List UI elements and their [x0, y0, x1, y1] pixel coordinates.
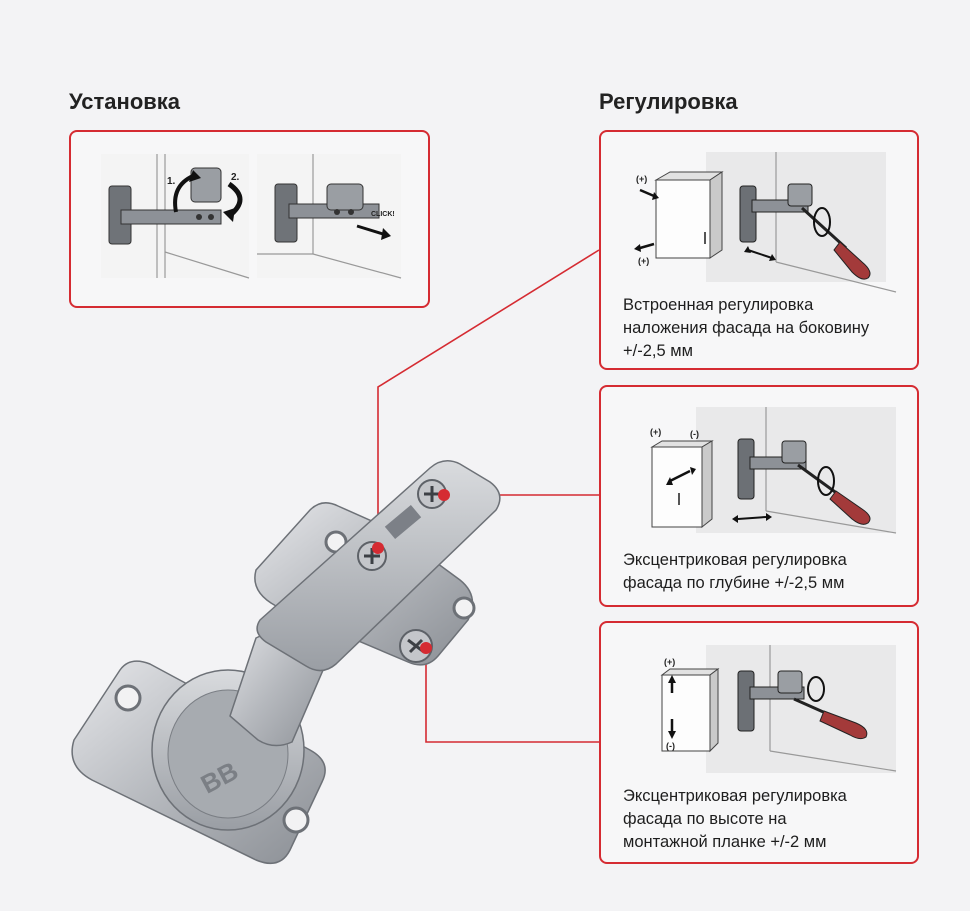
adjust-panel-overlay: (+) (+) Встроенная регулировка наложения… [599, 130, 919, 370]
adjust-heading: Регулировка [599, 89, 738, 114]
install-step-2-illustration: CLICK! [257, 154, 402, 279]
overlay-plus-bottom: (+) [638, 256, 649, 266]
adjust-panel-height: (+) (-) Эксцентриковая регулировка фасад… [599, 621, 919, 864]
install-step-1-illustration: 1. 2. [101, 154, 250, 279]
marker-overlay-screw [372, 542, 384, 554]
step-1-label: 1. [167, 176, 176, 187]
depth-adjust-illustration: (+) (-) [650, 407, 897, 534]
marker-depth-screw [438, 489, 450, 501]
depth-plus-label: (+) [650, 427, 661, 437]
height-plus-label: (+) [664, 657, 675, 667]
depth-adjust-caption: Эксцентриковая регулировка фасада по глу… [623, 551, 847, 592]
overlay-adjust-illustration: (+) (+) [634, 152, 897, 293]
height-adjust-caption: Эксцентриковая регулировка фасада по выс… [623, 787, 847, 851]
height-adjust-illustration: (+) (-) [660, 645, 897, 773]
depth-minus-label: (-) [690, 429, 699, 439]
adjust-panel-depth: (+) (-) Эксцентриковая регулировка фасад… [599, 385, 919, 607]
marker-height-screw [420, 642, 432, 654]
overlay-adjust-caption: Встроенная регулировка наложения фасада … [623, 296, 870, 360]
hinge-illustration: ВВ [71, 460, 501, 865]
install-frame: 1. 2. CLICK! [69, 130, 430, 308]
install-heading: Установка [69, 89, 181, 114]
height-minus-label: (-) [666, 741, 675, 751]
click-label: CLICK! [371, 211, 395, 218]
step-2-label: 2. [231, 172, 240, 183]
overlay-plus-top: (+) [636, 174, 647, 184]
